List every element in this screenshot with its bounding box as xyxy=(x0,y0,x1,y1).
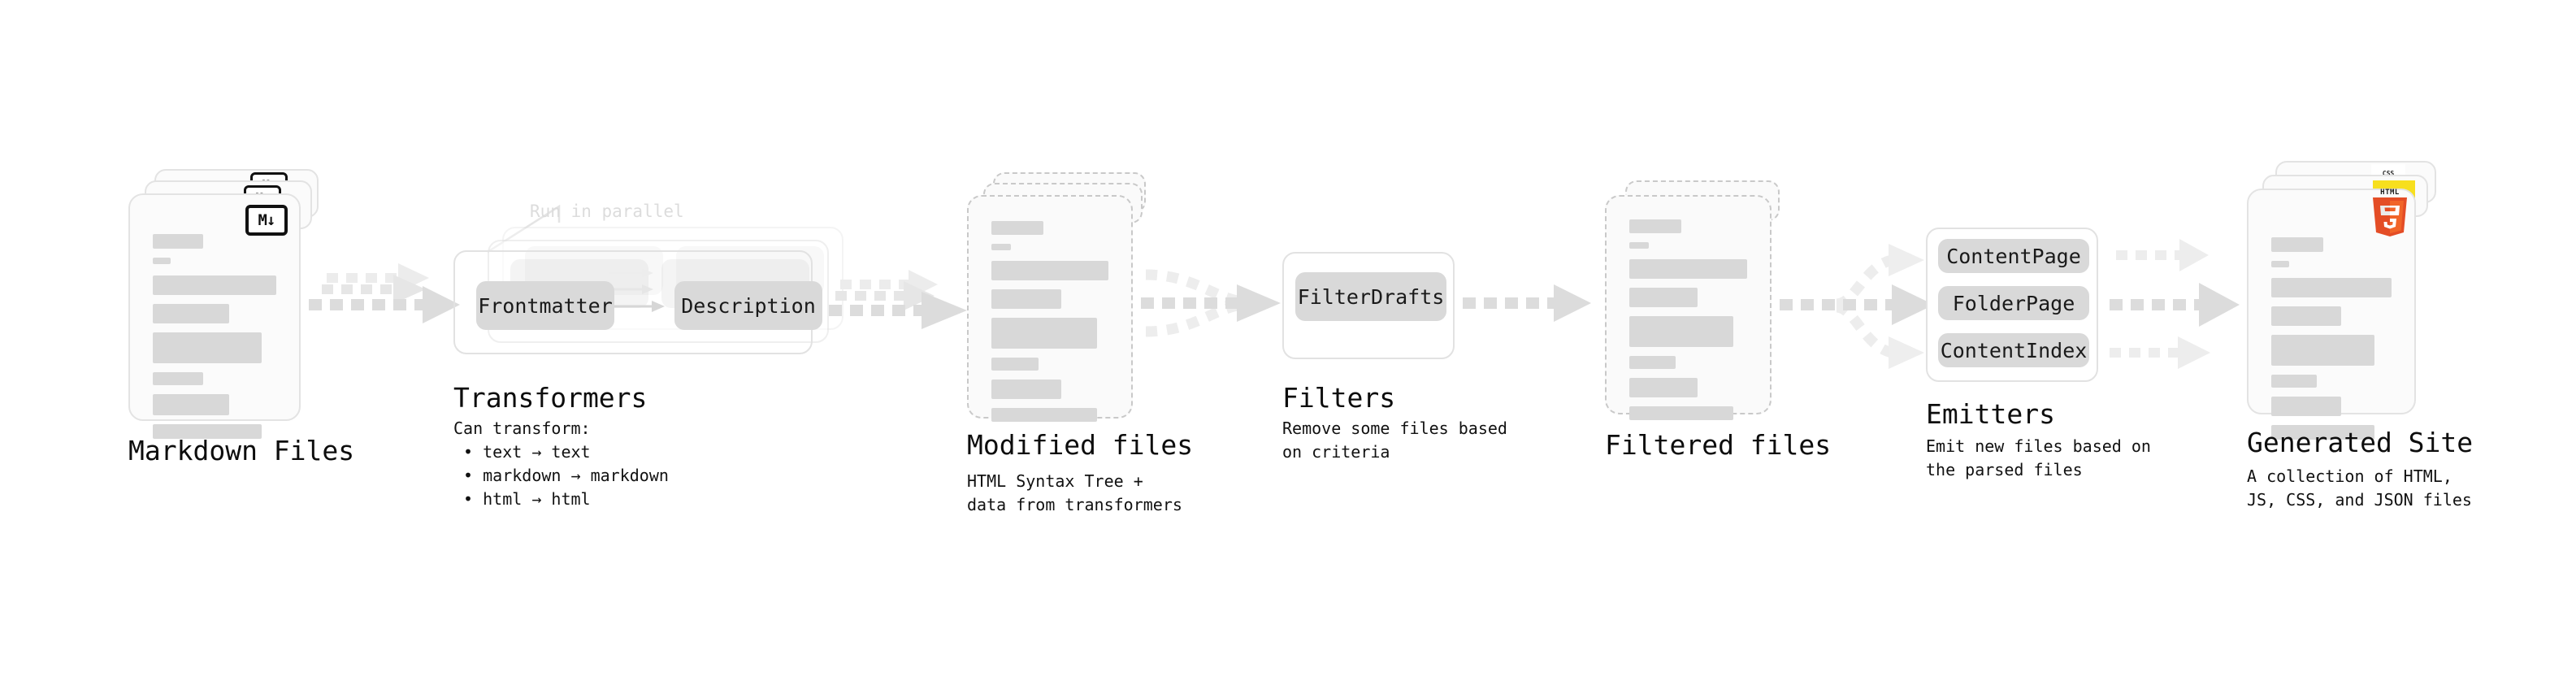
markdown-card-front[interactable]: M↓ xyxy=(128,193,301,439)
modified-card-front[interactable] xyxy=(967,195,1133,422)
chip-contentpage[interactable]: ContentPage xyxy=(1938,239,2089,273)
modified-files-title: Modified files xyxy=(967,429,1194,461)
arrow-emitters-to-site xyxy=(2110,239,2240,369)
filters-title: Filters xyxy=(1282,382,1396,414)
emitters-title: Emitters xyxy=(1926,398,2055,430)
html5-icon-label: HTML xyxy=(2380,189,2400,197)
filters-subtitle: Remove some files based on criteria xyxy=(1282,419,1507,462)
filtered-files-title: Filtered files xyxy=(1605,429,1832,461)
placeholder-bars xyxy=(1629,219,1747,429)
arrow-modified-to-filters xyxy=(1141,269,1281,337)
arrow-filtered-to-emitters xyxy=(1780,244,1934,369)
transformer-internal-arrows xyxy=(609,268,665,312)
placeholder-bars xyxy=(991,221,1108,431)
html5-icon: HTML xyxy=(2373,189,2407,236)
transformers-subtitle: Can transform: • text → text • markdown … xyxy=(453,419,669,509)
modified-files-subtitle: HTML Syntax Tree + data from transformer… xyxy=(967,471,1182,514)
arrow-filters-to-filtered xyxy=(1463,284,1591,322)
chip-folderpage[interactable]: FolderPage xyxy=(1938,286,2089,320)
markdown-files-title: Markdown Files xyxy=(128,435,355,466)
placeholder-bars xyxy=(2271,237,2392,449)
emitters-subtitle: Emit new files based on the parsed files xyxy=(1926,436,2151,479)
transformers-title: Transformers xyxy=(453,382,648,414)
generated-site-subtitle: A collection of HTML, JS, CSS, and JSON … xyxy=(2247,466,2472,510)
markdown-icon: M↓ xyxy=(245,205,288,236)
placeholder-bars xyxy=(153,234,276,448)
chip-filterdrafts[interactable]: FilterDrafts xyxy=(1295,272,1446,321)
chip-description[interactable]: Description xyxy=(674,281,822,330)
chip-frontmatter[interactable]: Frontmatter xyxy=(476,281,614,330)
run-in-parallel-note: Run in parallel xyxy=(530,202,684,221)
arrow-markdown-to-transformers xyxy=(309,263,460,323)
generated-site-title: Generated Site xyxy=(2247,427,2474,458)
filters-box[interactable]: FilterDrafts xyxy=(1282,252,1455,359)
filtered-card-front[interactable] xyxy=(1605,195,1772,420)
arrow-transformers-to-modified xyxy=(829,270,967,329)
emitters-box[interactable]: ContentPage FolderPage ContentIndex xyxy=(1926,228,2098,382)
chip-contentindex[interactable]: ContentIndex xyxy=(1938,333,2089,367)
